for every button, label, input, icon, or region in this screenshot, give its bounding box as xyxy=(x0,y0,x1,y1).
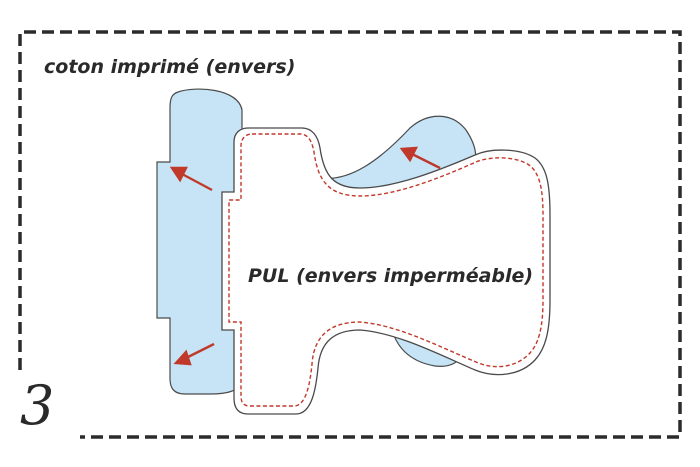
stitch-line xyxy=(228,133,544,407)
cotton-label: coton imprimé (envers) xyxy=(44,56,295,78)
step-number: 3 xyxy=(20,374,54,437)
pul-label: PUL (envers imperméable) xyxy=(248,265,533,287)
arrow-icon xyxy=(169,166,213,192)
dashed-frame xyxy=(18,30,682,439)
arrow-icon xyxy=(399,146,441,170)
arrow-icon xyxy=(173,342,215,366)
pul-fabric-piece xyxy=(221,127,551,415)
